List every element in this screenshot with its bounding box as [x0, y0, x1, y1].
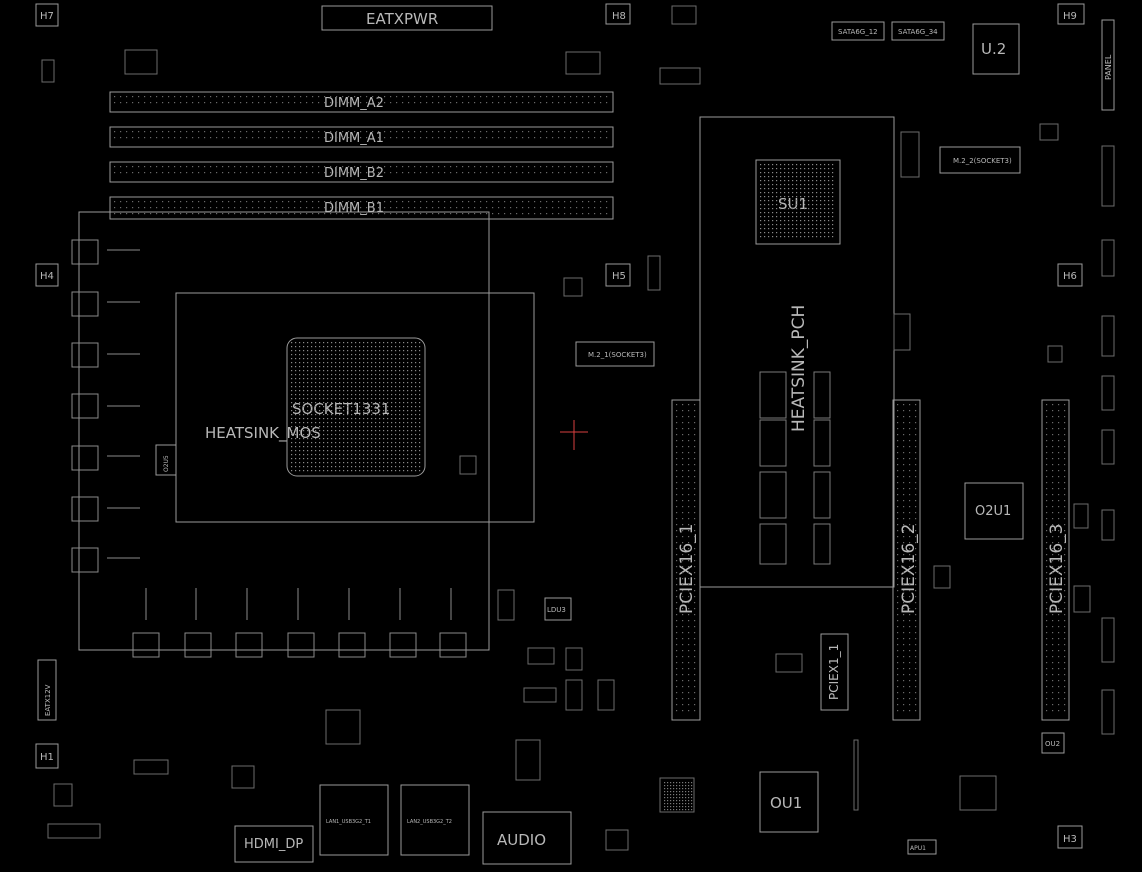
vrm-chokes [107, 249, 452, 620]
dimm-a2-slot[interactable] [109, 91, 614, 113]
pciex16-1-label: PCIEX16_1 [677, 524, 697, 614]
heatsink-pch-label: HEATSINK_PCH [789, 305, 809, 432]
hdmi-dp-connector[interactable] [234, 825, 314, 863]
pciex1-1-label: PCIEX1_1 [827, 644, 841, 700]
lan2-label: LAN2_USB3G2_T2 [407, 819, 452, 825]
sata-34-connector[interactable] [891, 21, 945, 41]
dimm-b2-label: DIMM_B2 [324, 166, 384, 181]
eatx12v-connector[interactable] [37, 659, 57, 721]
o2u5-label: O2U5 [163, 455, 170, 472]
lan2-usb-connector[interactable] [400, 784, 470, 856]
h9-label: H9 [1063, 11, 1077, 22]
dimm-b1-label: DIMM_B1 [324, 201, 384, 216]
apu1-label: APU1 [910, 845, 926, 852]
pciex16-1-slot[interactable] [671, 399, 701, 721]
m2-1-label: M.2_1(SOCKET3) [588, 351, 647, 359]
pciex16-3-label: PCIEX16_3 [1047, 524, 1067, 614]
audio-label: AUDIO [497, 831, 546, 849]
m2-2-label: M.2_2(SOCKET3) [953, 157, 1012, 165]
heatsink-mos-outline [78, 211, 490, 651]
mount-hole-h8 [605, 3, 631, 25]
dimm-b1-slot[interactable] [109, 196, 614, 220]
mount-hole-h6 [1057, 263, 1083, 287]
vrm-bottom-row [132, 632, 467, 658]
h7-label: H7 [40, 11, 54, 22]
sata-12-label: SATA6G_12 [838, 28, 878, 36]
o2u5-chip[interactable] [155, 444, 177, 476]
h6-label: H6 [1063, 271, 1077, 282]
h4-label: H4 [40, 271, 54, 282]
h5-label: H5 [612, 271, 626, 282]
mount-hole-h9 [1057, 3, 1085, 25]
pciex16-2-label: PCIEX16_2 [899, 524, 919, 614]
u2-connector[interactable] [972, 23, 1020, 75]
audio-connector[interactable] [482, 811, 572, 865]
lan1-usb-connector[interactable] [319, 784, 389, 856]
lan1-label: LAN1_USB3G2_T1 [326, 819, 371, 825]
ou2-label: OU2 [1045, 740, 1060, 748]
ou2-chip[interactable] [1041, 732, 1065, 754]
panel-header[interactable] [1101, 19, 1115, 111]
pciex16-2-slot[interactable] [892, 399, 921, 721]
mount-hole-h1 [35, 743, 59, 769]
cpu-socket-outline[interactable] [175, 292, 535, 523]
apu1-chip[interactable] [907, 839, 937, 855]
ou1-chip[interactable] [759, 771, 819, 833]
hdmi-dp-label: HDMI_DP [244, 837, 303, 852]
dimm-a2-label: DIMM_A2 [324, 96, 384, 111]
pciex16-3-slot[interactable] [1041, 399, 1070, 721]
o2u1-chip[interactable] [964, 482, 1024, 540]
dimm-a1-slot[interactable] [109, 126, 614, 148]
misc-components [41, 5, 1115, 851]
ldu3-label: LDU3 [547, 606, 566, 614]
h1-label: H1 [40, 752, 54, 763]
h8-label: H8 [612, 11, 626, 22]
ou1-label: OU1 [770, 794, 802, 812]
mount-hole-h7 [35, 3, 59, 27]
dimm-b2-slot[interactable] [109, 161, 614, 183]
heatsink-pch-outline [699, 116, 895, 588]
dimm-a1-label: DIMM_A1 [324, 131, 384, 146]
pciex1-1-slot[interactable] [820, 633, 849, 711]
mount-hole-h5 [605, 263, 631, 287]
vrm-left-column [71, 239, 99, 573]
u2-label: U.2 [981, 40, 1006, 58]
ldu3-chip[interactable] [544, 597, 572, 621]
panel-label: PANEL [1104, 54, 1113, 80]
h3-label: H3 [1063, 834, 1077, 845]
socket-label: SOCKET1331 [292, 400, 390, 418]
sata-12-connector[interactable] [831, 21, 885, 41]
cursor-crosshair [560, 420, 588, 450]
eatxpwr-label: EATXPWR [366, 10, 438, 28]
sata-34-label: SATA6G_34 [898, 28, 938, 36]
m2-2-connector[interactable] [939, 146, 1021, 174]
mount-hole-h4 [35, 263, 59, 287]
pad-dot-field [114, 96, 1066, 811]
su1-chip[interactable] [755, 159, 841, 245]
eatxpwr-connector[interactable] [321, 5, 493, 31]
mount-hole-h3 [1057, 825, 1083, 849]
cpu-pad-array [286, 337, 426, 477]
pch-pad-groups [759, 371, 831, 565]
eatx12v-label: EATX12V [44, 684, 52, 716]
o2u1-label: O2U1 [975, 504, 1011, 519]
m2-1-connector[interactable] [575, 341, 655, 367]
